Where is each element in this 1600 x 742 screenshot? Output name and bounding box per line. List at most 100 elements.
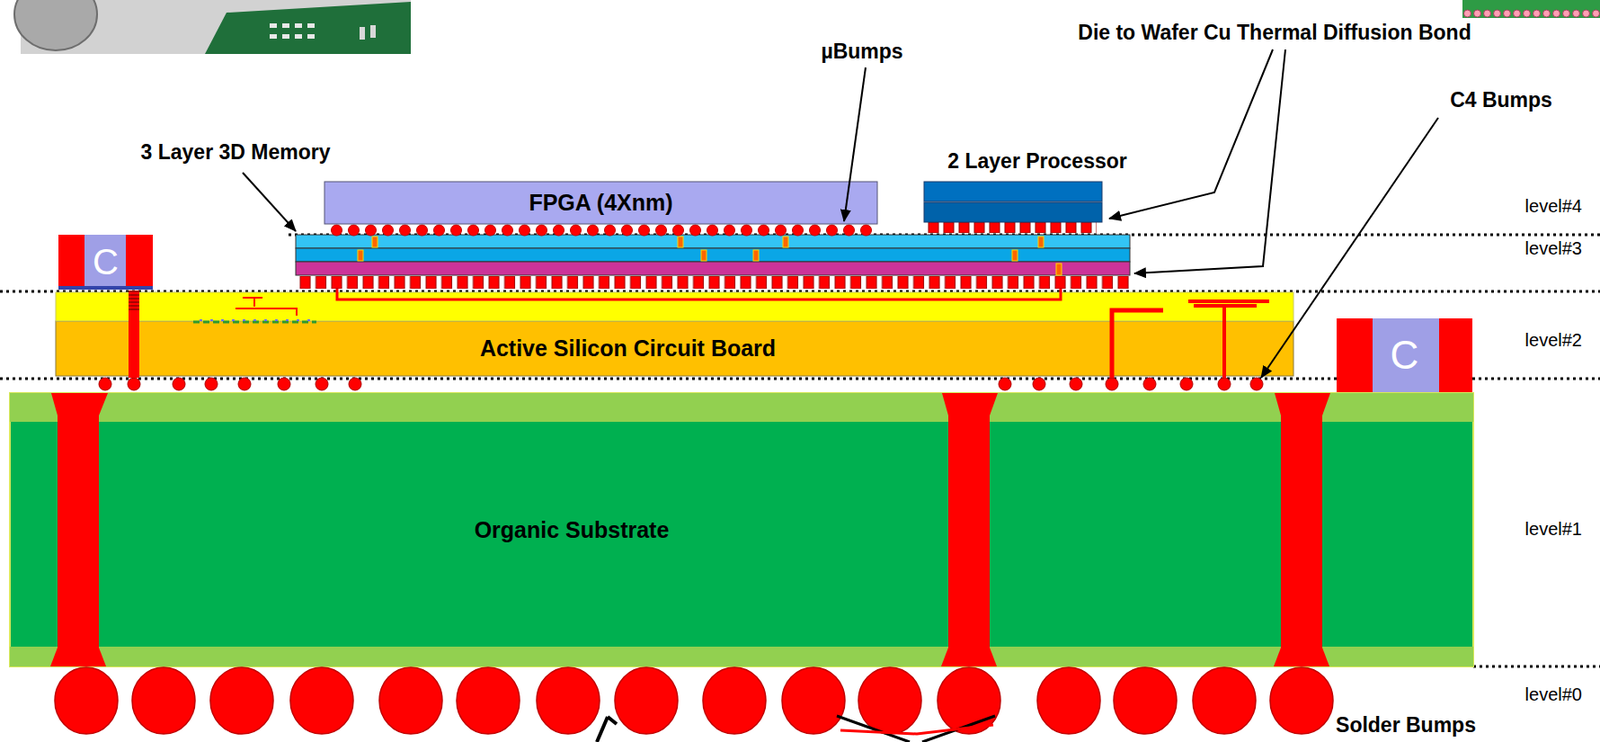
part-label: 2 Layer Processor (947, 149, 1127, 173)
redistribution-wire (337, 288, 1061, 300)
board-wire (1111, 310, 1164, 378)
bump-label: µBumps (820, 39, 903, 63)
solder-bump (782, 666, 845, 734)
part-label-text: 3 Layer 3D Memory (141, 140, 331, 164)
memory-bonds (297, 275, 1131, 289)
solder-bump (1037, 666, 1101, 734)
fpga-drawing (324, 181, 878, 237)
capacitor-body (84, 234, 126, 289)
via-pad (941, 647, 997, 667)
level-label-text: level#3 (1525, 238, 1583, 259)
level-dividers (0, 234, 1600, 667)
substrate-via (941, 392, 998, 667)
memory-layer (295, 234, 1130, 249)
part-label-text: 2 Layer Processor (947, 149, 1127, 173)
part-label: 3 Layer 3D Memory (141, 140, 331, 164)
capacitor-terminal (1336, 318, 1373, 392)
c4-bump (127, 377, 141, 391)
level-label: level#0 (1525, 684, 1583, 705)
silicon-board-body (55, 320, 1294, 376)
board-mark (294, 34, 303, 39)
capacitor-pad (58, 285, 153, 290)
capacitor-terminal (125, 234, 153, 289)
level-label-text: level#4 (1525, 195, 1583, 217)
photo-fragment (14, 0, 411, 54)
bond-label-text: Die to Wafer Cu Thermal Diffusion Bond (1077, 20, 1471, 45)
memory-layer (295, 261, 1130, 276)
leader-lines (242, 49, 1439, 378)
solder-bump (54, 666, 118, 734)
solder-bump (1270, 666, 1334, 734)
substrate-via (1273, 392, 1331, 667)
c4-bump (1032, 377, 1046, 391)
level-label-text: level#1 (1525, 518, 1583, 540)
solder-bump (379, 666, 443, 734)
via-barrel (948, 413, 990, 649)
processor-bonds (925, 222, 1097, 233)
solder-bump (210, 666, 274, 734)
processor-drawing (924, 181, 1103, 233)
level-line (1472, 377, 1600, 381)
c4-bump (172, 377, 186, 391)
substrate-via (50, 392, 108, 667)
inset-fragment (1462, 0, 1600, 18)
board-mark (307, 23, 315, 28)
level-label: level#2 (1525, 329, 1583, 351)
stray-stroke (836, 715, 996, 742)
silicon-board: Active Silicon Circuit Board (55, 320, 1294, 376)
stray-stroke (840, 724, 994, 734)
c4-bump (348, 377, 362, 391)
tsv (677, 236, 684, 248)
inset-bumps (1462, 8, 1600, 18)
c4-bump (1105, 377, 1119, 391)
tsv (372, 236, 378, 248)
node-text: Organic Substrate (474, 516, 670, 543)
solder-bumps (54, 666, 1334, 734)
board-mark (269, 34, 277, 39)
leader-line (242, 172, 296, 232)
coin (14, 0, 98, 51)
c4-bump (998, 377, 1012, 391)
memory-stack (295, 234, 1131, 289)
c4-bump (1069, 377, 1083, 391)
board-mark (282, 34, 290, 39)
solder-bump (536, 666, 600, 734)
capacitor-terminal (58, 234, 85, 289)
solder-bump (702, 666, 766, 734)
c4-bump (204, 377, 218, 391)
solder-bump (456, 666, 520, 734)
c4-bump (277, 377, 291, 391)
level-label-text: level#0 (1525, 684, 1583, 705)
node-text: Active Silicon Circuit Board (480, 335, 776, 362)
capacitor-terminal (1439, 318, 1473, 392)
stray-stroke (596, 716, 617, 742)
processor-layer (924, 202, 1103, 223)
solder-bump (1192, 666, 1256, 734)
tsv (1056, 263, 1062, 276)
c4-bump (1180, 377, 1193, 391)
tsv (1038, 236, 1044, 248)
memory-layer (295, 248, 1130, 262)
tsv (1012, 249, 1018, 261)
leader-line (1261, 117, 1439, 378)
tsv (701, 249, 707, 261)
c4-bump (1250, 377, 1263, 391)
organic-substrate-drawing (9, 392, 1474, 667)
wiring-layer (55, 292, 1294, 321)
device-wire (235, 297, 297, 316)
bond-label: Die to Wafer Cu Thermal Diffusion Bond (1077, 20, 1471, 45)
board-mark (282, 23, 290, 28)
level-label: level#1 (1525, 518, 1583, 540)
via-pad (1274, 392, 1331, 416)
c4-bump (98, 377, 112, 391)
bump-label: C4 Bumps (1449, 88, 1553, 112)
node-text: FPGA (4Xnm) (528, 189, 673, 216)
leader-line (1109, 49, 1273, 219)
circuit-board-photo (204, 1, 411, 54)
bump-label-text: µBumps (820, 39, 903, 63)
tsv (357, 249, 364, 261)
via-pad (50, 647, 107, 667)
level-label: level#4 (1525, 195, 1583, 217)
